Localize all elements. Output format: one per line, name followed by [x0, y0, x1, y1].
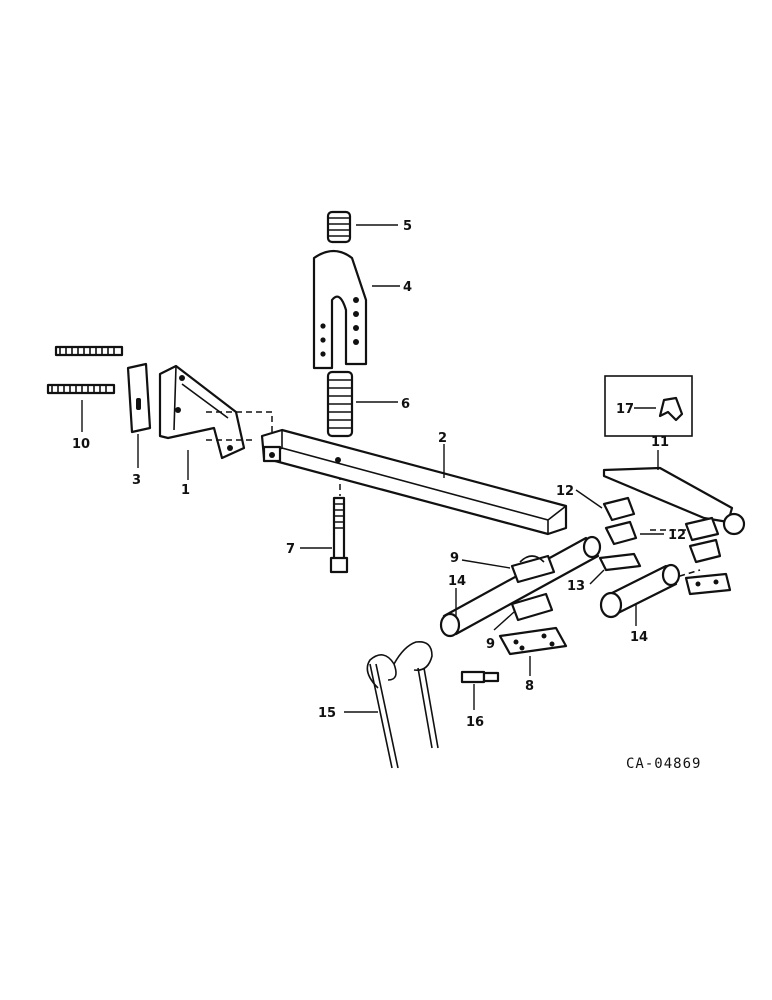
callout-14a: 14 — [448, 574, 466, 589]
tube-14-right — [599, 563, 681, 626]
callout-3: 3 — [132, 473, 141, 488]
callout-2: 2 — [438, 431, 447, 446]
callout-1: 1 — [181, 483, 190, 498]
mounting-plate-8 — [498, 626, 568, 676]
callout-4: 4 — [403, 280, 412, 295]
callout-10: 10 — [72, 437, 90, 452]
callout-15: 15 — [318, 706, 336, 721]
threaded-rod-10 — [46, 345, 124, 432]
u-bracket-4 — [312, 249, 400, 370]
plate-3 — [126, 362, 152, 468]
plate-right — [684, 572, 732, 596]
bolt-16 — [460, 670, 500, 710]
callout-9b: 9 — [486, 637, 495, 652]
callout-16: 16 — [466, 715, 484, 730]
callout-5: 5 — [403, 219, 412, 234]
spring-tine-15 — [344, 640, 439, 769]
bracket-1 — [158, 364, 246, 480]
callout-14b: 14 — [630, 630, 648, 645]
callout-17: 17 — [616, 402, 634, 417]
callout-6: 6 — [401, 397, 410, 412]
main-tube-2 — [260, 428, 568, 536]
clamps-9 — [461, 554, 556, 631]
callout-9a: 9 — [450, 551, 459, 566]
tube-14-left — [439, 535, 602, 638]
plate-13 — [589, 552, 642, 585]
clamps-12 — [575, 489, 722, 564]
bolt-7 — [300, 496, 349, 574]
spring-6 — [326, 370, 398, 438]
callout-7: 7 — [286, 542, 295, 557]
callout-12b: 12 — [668, 528, 686, 543]
drawing-code: CA-04869 — [626, 756, 701, 772]
blade-11 — [602, 450, 746, 536]
callout-13: 13 — [567, 579, 585, 594]
callout-8: 8 — [525, 679, 534, 694]
callout-11: 11 — [651, 435, 669, 450]
spring-5 — [326, 210, 398, 244]
inset-17 — [604, 375, 693, 437]
callout-12a: 12 — [556, 484, 574, 499]
